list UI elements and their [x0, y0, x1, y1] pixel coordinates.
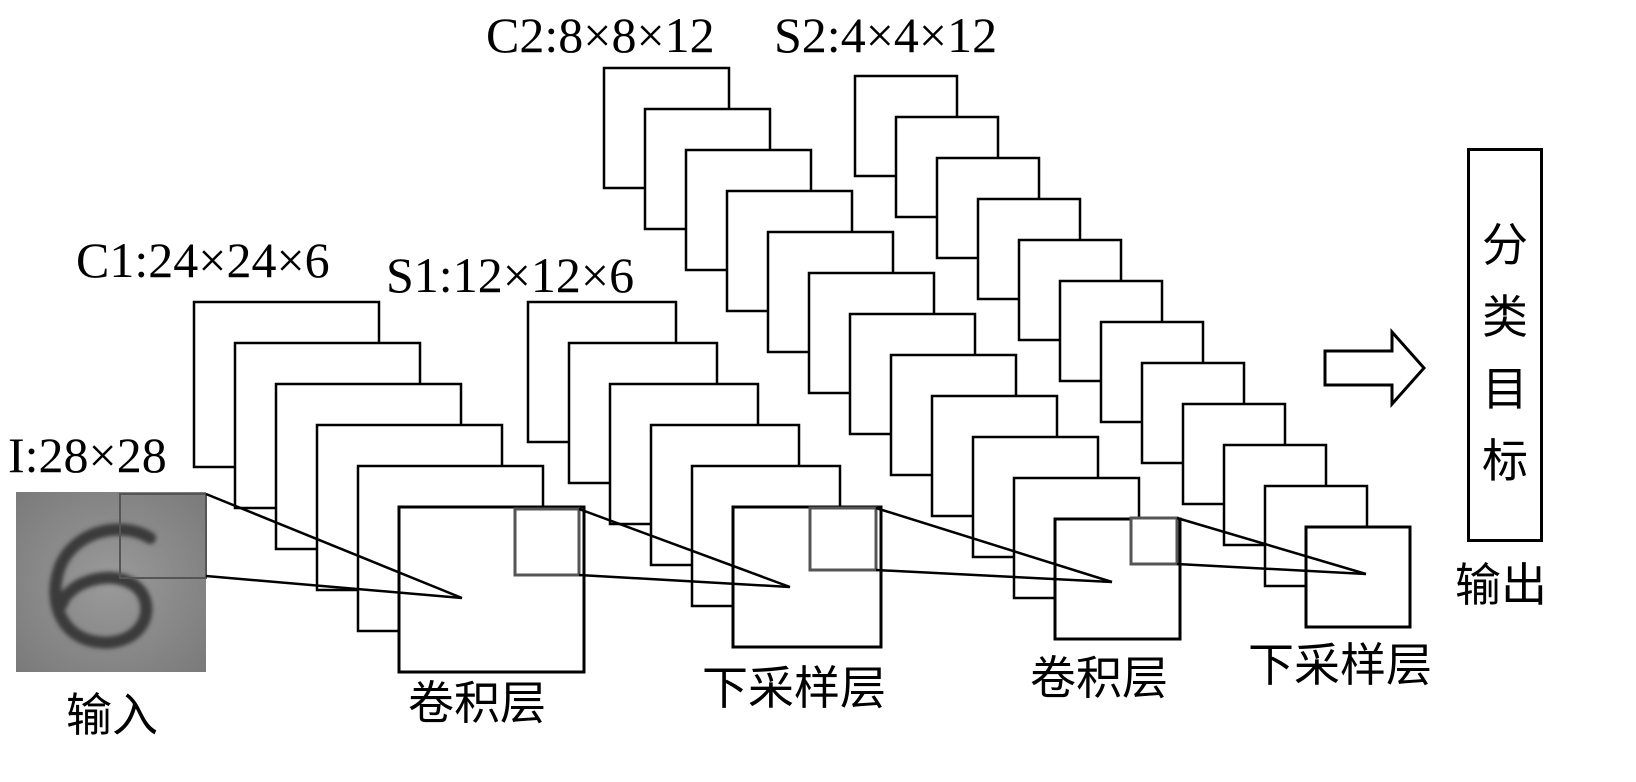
- s1-feature-map-stack: [526, 300, 883, 649]
- c1-dimension-label: C1:24×24×6: [76, 232, 330, 288]
- conv2-layer-label: 卷积层: [1030, 651, 1168, 705]
- connection-line: [875, 506, 1113, 584]
- connection-line: [205, 574, 463, 600]
- connection-line: [1176, 562, 1367, 576]
- input-layer-label: 输入: [66, 688, 158, 742]
- connection-line: [578, 507, 791, 589]
- output-box-char: 目: [1482, 362, 1528, 416]
- connection-line: [578, 573, 791, 589]
- c2-dimension-label: C2:8×8×12: [486, 7, 715, 63]
- output-box-char: 标: [1482, 434, 1528, 488]
- connection-line: [875, 568, 1113, 584]
- input-dimension-label: I:28×28: [8, 427, 167, 483]
- output-box-char: 类: [1482, 290, 1528, 344]
- pool2-layer-label: 下采样层: [1248, 638, 1432, 692]
- right-arrow-icon: [1323, 328, 1427, 408]
- conv1-layer-label: 卷积层: [408, 676, 546, 730]
- sampling-window: [1129, 516, 1179, 566]
- connection-line: [205, 492, 463, 600]
- s2-dimension-label: S2:4×4×12: [774, 7, 998, 63]
- s2-feature-map-stack: [853, 74, 1412, 629]
- digit-six-glyph: [49, 523, 156, 649]
- classification-output-box: [1467, 148, 1543, 542]
- feature-map: [1304, 525, 1412, 629]
- output-box-char: 分: [1482, 218, 1528, 272]
- sampling-window: [808, 506, 878, 572]
- receptive-field-window: [119, 493, 207, 579]
- output-layer-label: 输出: [1455, 558, 1547, 612]
- connection-line: [1176, 516, 1367, 576]
- s1-dimension-label: S1:12×12×6: [386, 247, 635, 303]
- input-image: [16, 492, 207, 672]
- sampling-window: [513, 507, 581, 577]
- connection-lines: [205, 492, 1367, 600]
- c2-feature-map-stack: [602, 66, 1182, 641]
- pool1-layer-label: 下采样层: [702, 661, 886, 715]
- c1-feature-map-stack: [192, 300, 586, 674]
